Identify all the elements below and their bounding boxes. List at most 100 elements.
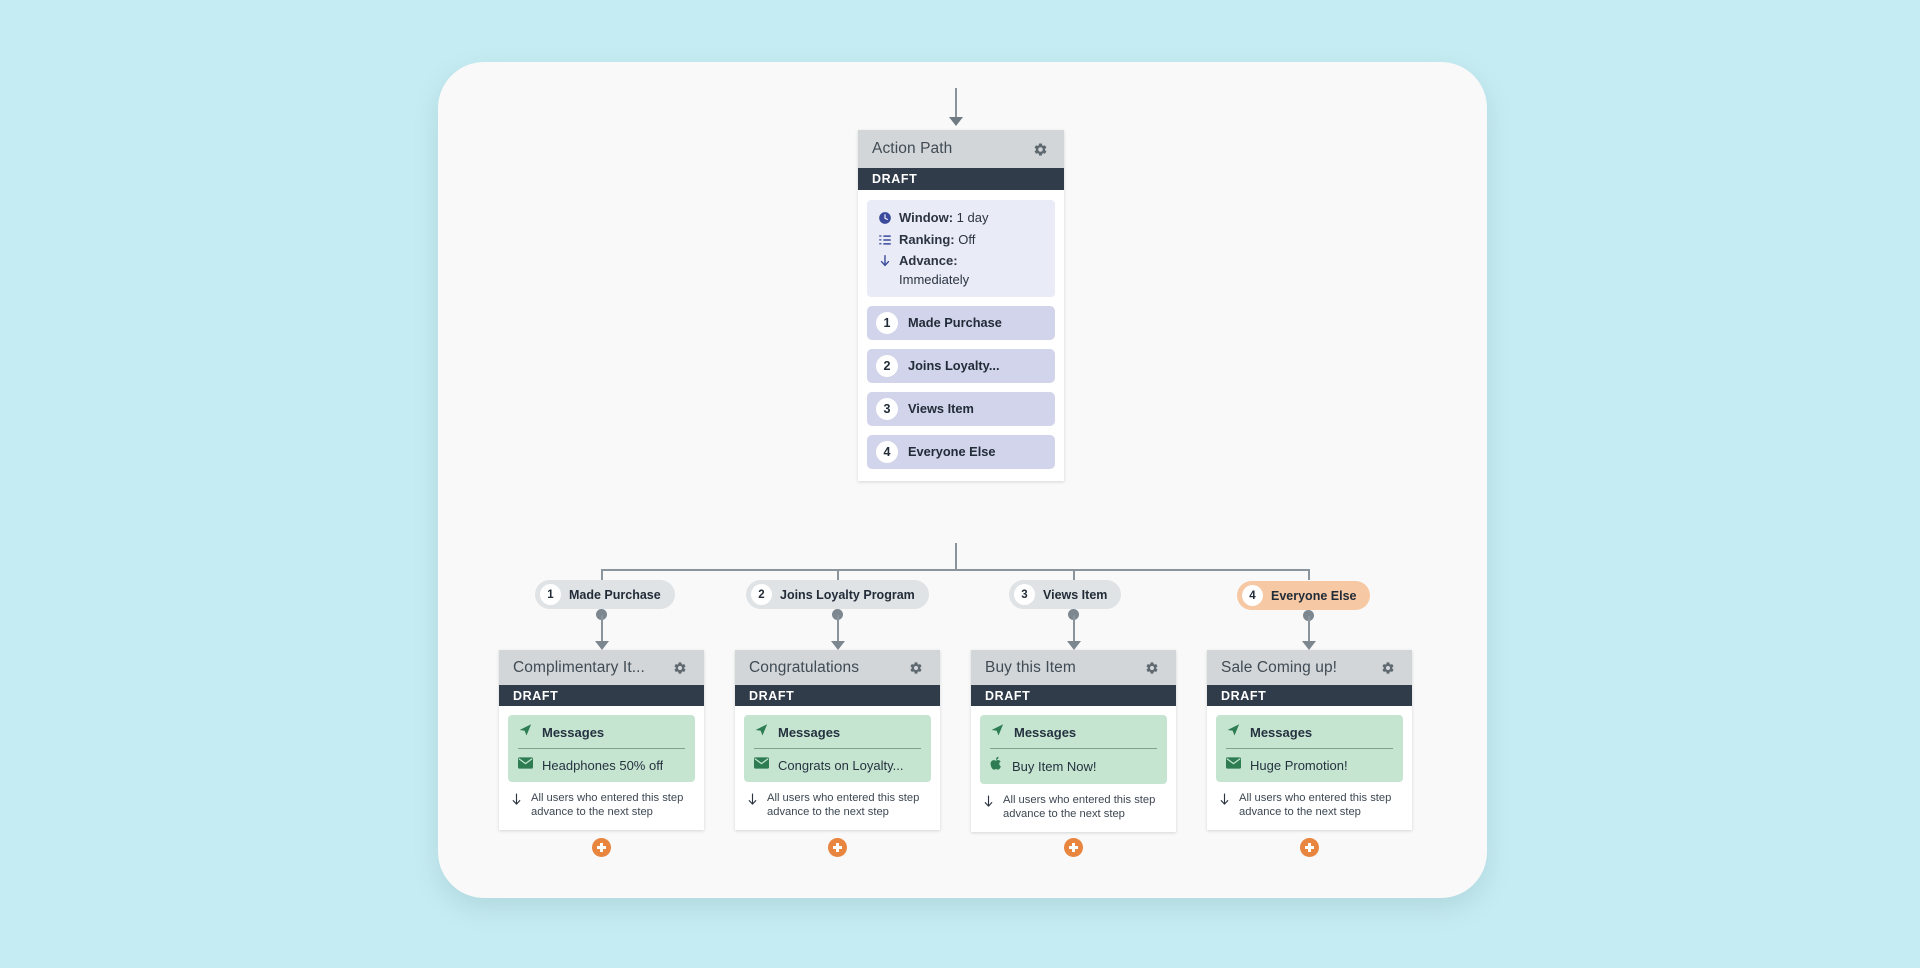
branch-item-4[interactable]: 4 Everyone Else (867, 434, 1055, 469)
pill-number: 2 (751, 584, 772, 605)
messages-header: Messages (990, 722, 1157, 748)
setting-ranking-value: Off (958, 231, 976, 247)
clock-icon (877, 210, 892, 226)
branch-number: 3 (876, 397, 898, 420)
paper-plane-icon (1226, 722, 1241, 742)
leaf-card-body: Messages Huge Promotion! All (1207, 706, 1412, 830)
connector-dot-3 (1068, 609, 1079, 620)
branch-item-1[interactable]: 1 Made Purchase (867, 305, 1055, 340)
messages-box: Messages Headphones 50% off (508, 715, 695, 782)
leaf-card-title: Complimentary It... (513, 658, 645, 676)
branch-pill-made-purchase[interactable]: 1 Made Purchase (535, 580, 675, 609)
bus-connector (601, 569, 1310, 571)
leaf-card-complimentary-item[interactable]: Complimentary It... DRAFT Messages (499, 650, 704, 830)
branch-label: Joins Loyalty... (908, 358, 1000, 374)
branch-label: Everyone Else (908, 444, 996, 460)
card-drop-3 (1073, 615, 1075, 643)
arrow-down-icon (982, 793, 995, 815)
card-drop-arrow-2 (830, 641, 845, 650)
messages-label: Messages (542, 724, 605, 740)
leaf-card-header: Sale Coming up! (1207, 650, 1412, 685)
messages-box: Messages Congrats on Loyalty... (744, 715, 931, 782)
envelope-icon (754, 756, 769, 774)
envelope-icon (1226, 756, 1241, 774)
leaf-card-body: Messages Congrats on Loyalty... (735, 706, 940, 830)
leaf-card-sale-coming-up[interactable]: Sale Coming up! DRAFT Messages (1207, 650, 1412, 830)
message-item[interactable]: Headphones 50% off (518, 756, 685, 774)
leaf-card-header: Complimentary It... (499, 650, 704, 685)
branch-pill-joins-loyalty-program[interactable]: 2 Joins Loyalty Program (746, 580, 929, 609)
add-step-button-2[interactable] (828, 838, 847, 857)
action-path-settings: Window: 1 day Ranking: (867, 200, 1055, 297)
leaf-card-body: Messages Headphones 50% off (499, 706, 704, 830)
gear-icon[interactable] (670, 658, 690, 678)
branch-pill-views-item[interactable]: 3 Views Item (1009, 580, 1122, 609)
pill-drop-1 (601, 569, 603, 580)
gear-icon[interactable] (1142, 658, 1162, 678)
pill-label: Made Purchase (569, 587, 661, 602)
messages-label: Messages (1014, 724, 1077, 740)
messages-divider (1226, 748, 1393, 749)
branch-label: Views Item (908, 401, 974, 417)
leaf-card-status-badge: DRAFT (1207, 685, 1412, 706)
branch-number: 1 (876, 311, 898, 334)
arrow-down-icon (1218, 791, 1231, 813)
add-step-button-3[interactable] (1064, 838, 1083, 857)
branch-pill-everyone-else[interactable]: 4 Everyone Else (1237, 581, 1371, 610)
paper-plane-icon (518, 722, 533, 742)
action-path-card[interactable]: Action Path DRAFT Window: 1 day (858, 130, 1064, 481)
setting-window-value: 1 day (956, 210, 989, 225)
messages-label: Messages (1250, 724, 1313, 740)
card-drop-arrow-4 (1301, 641, 1316, 650)
setting-advance: Advance: (877, 252, 1045, 270)
pill-drop-4 (1308, 569, 1310, 580)
action-path-header: Action Path (858, 130, 1064, 168)
leaf-card-body: Messages Buy Item Now! All u (971, 706, 1176, 832)
entry-connector-line (955, 88, 957, 118)
pill-label: Everyone Else (1271, 588, 1357, 603)
message-item[interactable]: Huge Promotion! (1226, 756, 1393, 774)
action-path-body: Window: 1 day Ranking: (858, 190, 1064, 481)
message-item[interactable]: Congrats on Loyalty... (754, 756, 921, 774)
connector-dot-1 (596, 609, 607, 620)
paper-plane-icon (990, 722, 1005, 742)
card-drop-arrow-1 (594, 641, 609, 650)
pill-drop-2 (837, 569, 839, 580)
advance-note-text: All users who entered this step advance … (1003, 794, 1156, 821)
branch-label: Made Purchase (908, 315, 1002, 331)
advance-note: All users who entered this step advance … (508, 782, 695, 824)
connector-dot-4 (1303, 610, 1314, 621)
branch-item-3[interactable]: 3 Views Item (867, 391, 1055, 426)
add-step-button-4[interactable] (1300, 838, 1319, 857)
setting-ranking-label: Ranking: (899, 231, 955, 247)
gear-icon[interactable] (1378, 658, 1398, 678)
leaf-card-status-badge: DRAFT (735, 685, 940, 706)
branch-item-2[interactable]: 2 Joins Loyalty... (867, 348, 1055, 383)
pill-label: Joins Loyalty Program (780, 587, 915, 602)
leaf-card-buy-this-item[interactable]: Buy this Item DRAFT Messages (971, 650, 1176, 832)
advance-note-text: All users who entered this step advance … (531, 792, 684, 819)
card-drop-4 (1308, 616, 1310, 643)
action-path-status-badge: DRAFT (858, 168, 1064, 190)
paper-plane-icon (754, 722, 769, 742)
messages-label: Messages (778, 724, 841, 740)
leaf-card-congratulations[interactable]: Congratulations DRAFT Messages (735, 650, 940, 830)
entry-connector-arrow (949, 117, 963, 126)
card-drop-1 (601, 615, 603, 643)
messages-header: Messages (518, 722, 685, 748)
messages-divider (754, 748, 921, 749)
advance-note: All users who entered this step advance … (1216, 782, 1403, 824)
messages-box: Messages Buy Item Now! (980, 715, 1167, 784)
apple-icon (990, 756, 1003, 776)
leaf-card-title: Sale Coming up! (1221, 658, 1338, 676)
messages-divider (990, 748, 1157, 749)
pill-number: 1 (540, 584, 561, 605)
card-drop-arrow-3 (1066, 641, 1081, 650)
message-item[interactable]: Buy Item Now! (990, 756, 1157, 776)
add-step-button-1[interactable] (592, 838, 611, 857)
message-item-label: Congrats on Loyalty... (778, 757, 904, 773)
envelope-icon (518, 756, 533, 774)
gear-icon[interactable] (906, 658, 926, 678)
leaf-card-header: Congratulations (735, 650, 940, 685)
gear-icon[interactable] (1030, 139, 1050, 159)
